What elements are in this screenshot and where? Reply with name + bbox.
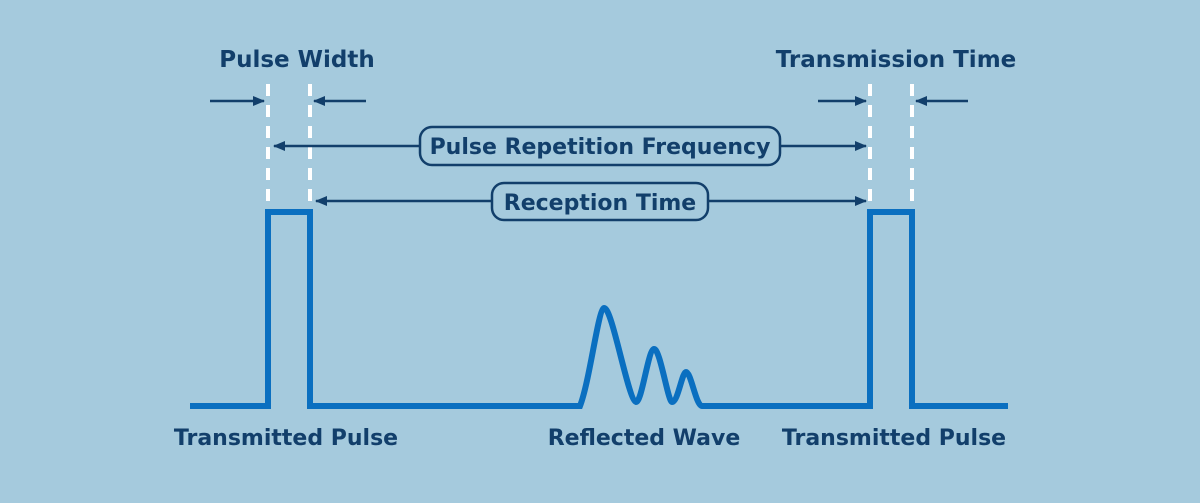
dashed-guides (266, 84, 914, 210)
pulse-width-label: Pulse Width (219, 47, 375, 73)
pulse-repetition-frequency-label: Pulse Repetition Frequency (430, 135, 771, 160)
pulse-repetition-frequency-box (418, 125, 782, 167)
signal-waveform (190, 209, 1008, 409)
transmitted-pulse-left-label: Transmitted Pulse (174, 426, 398, 451)
transmission-time-label: Transmission Time (776, 47, 1017, 73)
transmitted-pulse-right-label: Transmitted Pulse (782, 426, 1006, 451)
reflected-wave-label: Reflected Wave (548, 426, 741, 451)
reception-time-label: Reception Time (504, 191, 696, 216)
reception-time-box (490, 181, 710, 222)
